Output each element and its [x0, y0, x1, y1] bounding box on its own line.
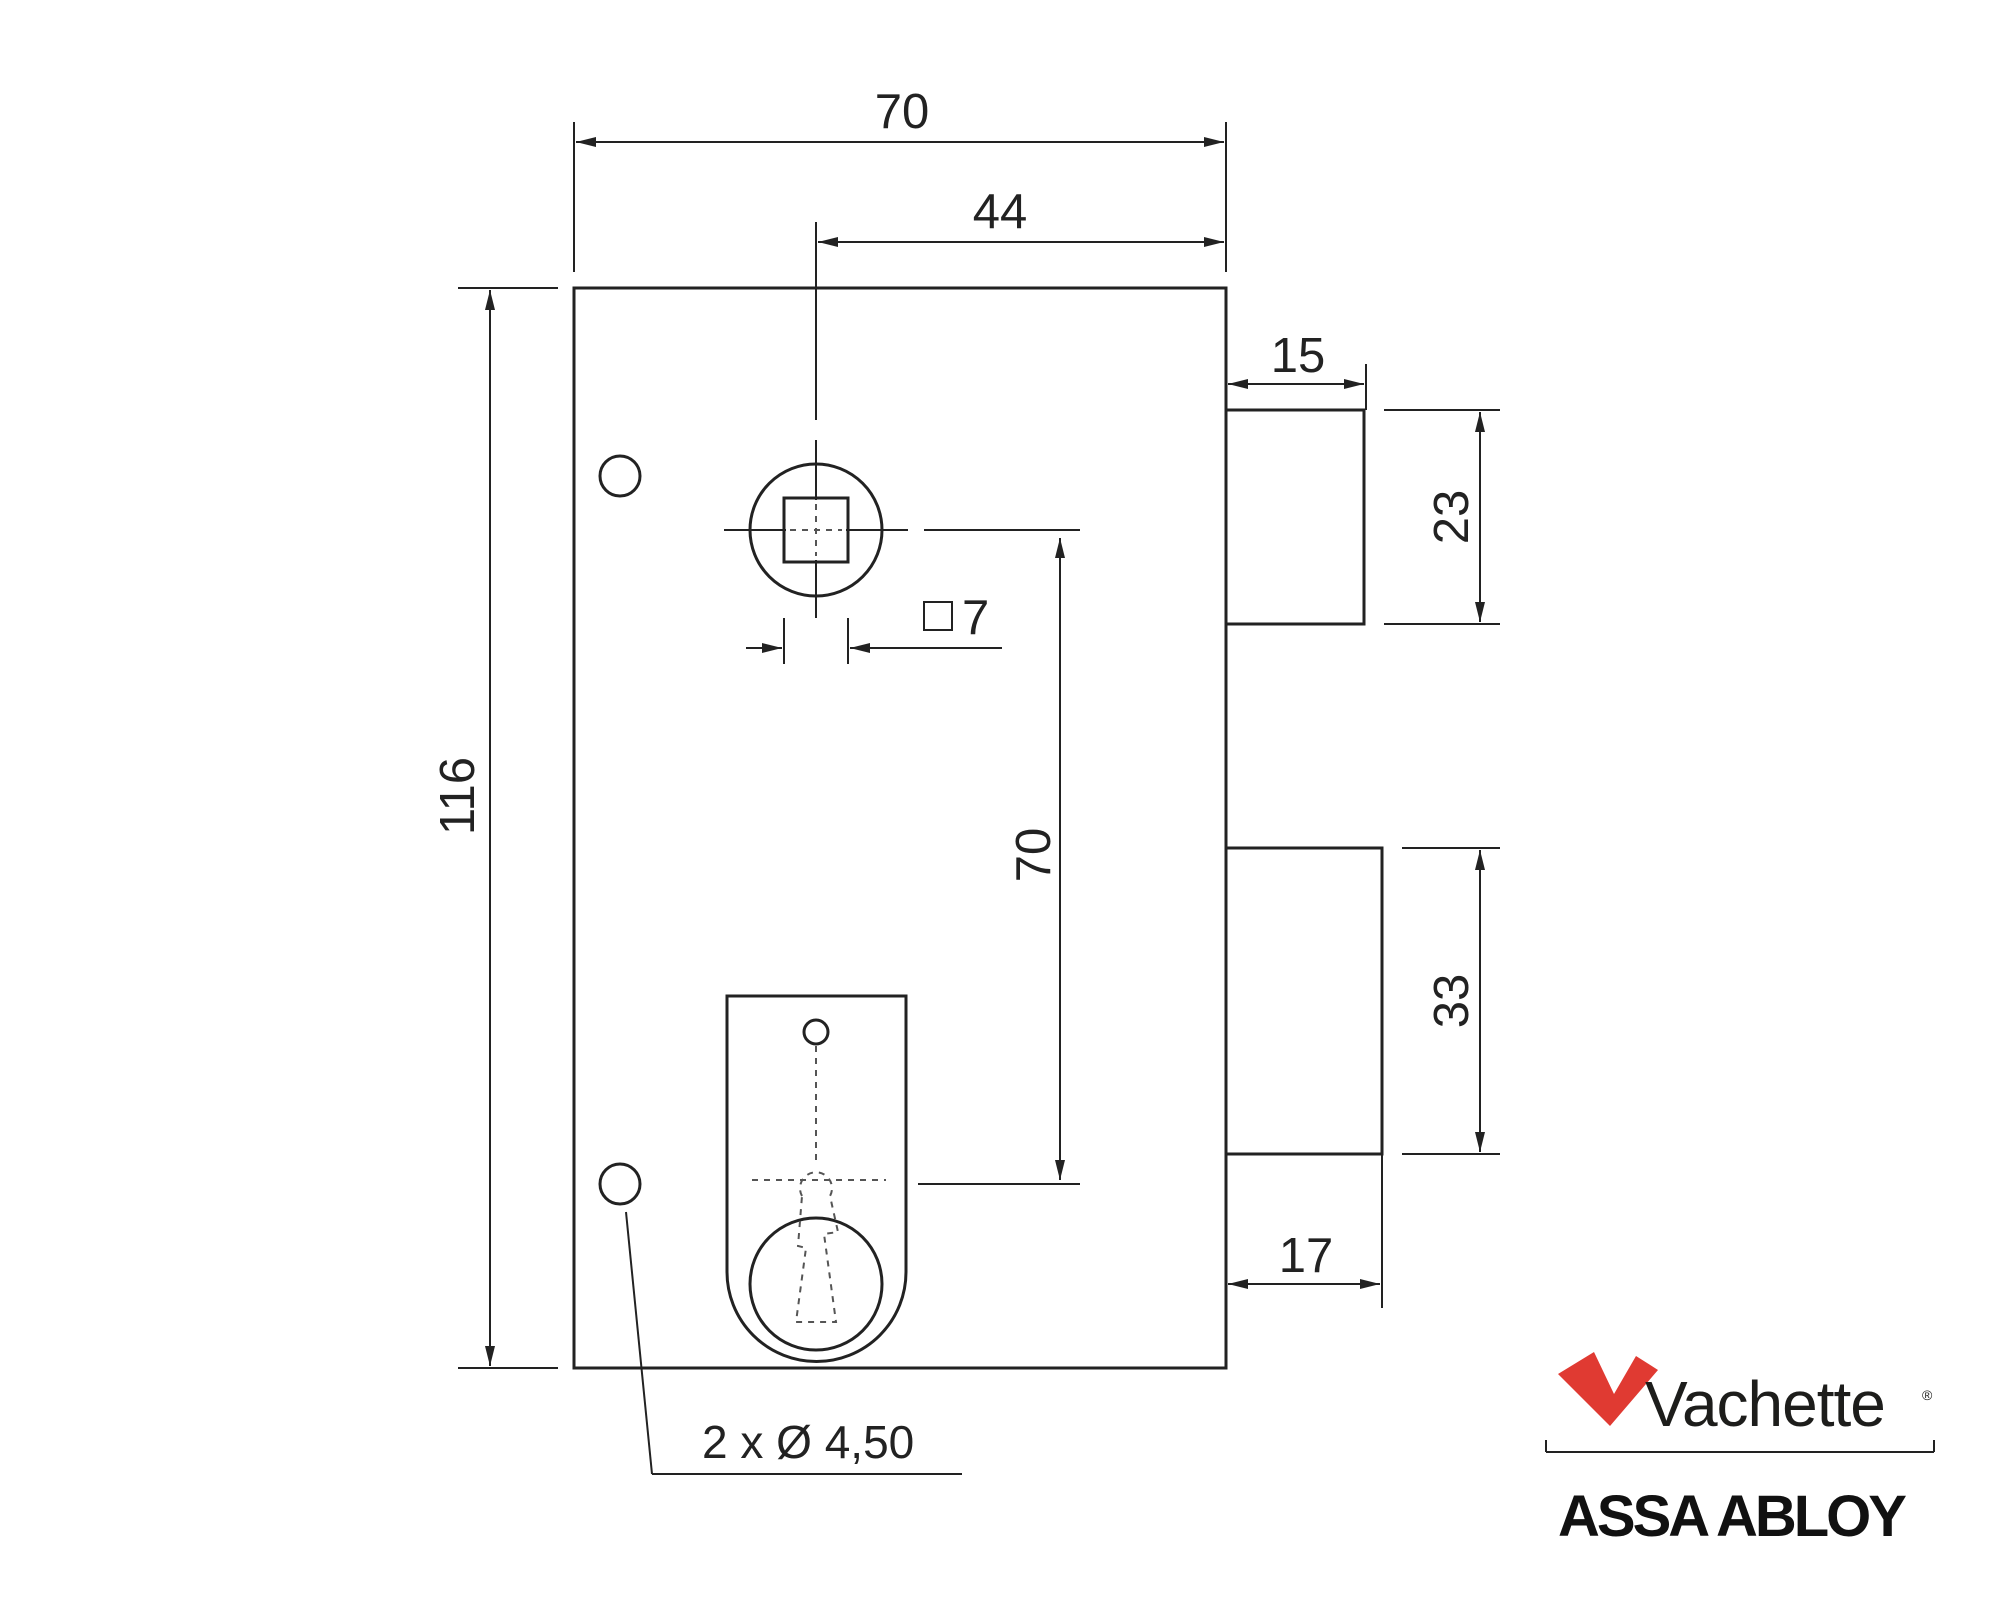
dim-label-height: 116: [431, 757, 485, 835]
dim-center-distance: 70: [918, 538, 1080, 1185]
dim-spindle-offset: 44: [815, 185, 1224, 420]
dim-label-latch-height: 33: [1425, 974, 1479, 1029]
brand-registered: ®: [1922, 1387, 1933, 1403]
mounting-hole-bottom: [598, 1162, 642, 1206]
dim-square-size: 7: [746, 591, 1002, 653]
brand-name: Vachette: [1645, 1368, 1885, 1440]
dim-label-center-distance: 70: [1007, 828, 1061, 883]
dim-label-latch-projection: 17: [1279, 1229, 1334, 1283]
lock-case: [572, 286, 1228, 1370]
vachette-logo: Vachette ® ASSA ABLOY: [1545, 1352, 1935, 1549]
spindle-follower: [724, 440, 1080, 664]
dim-label-square-size: 7: [962, 591, 989, 645]
dead-bolt: 15 23: [1224, 329, 1500, 626]
dim-label-spindle-offset: 44: [973, 185, 1028, 239]
vachette-v-icon: [1558, 1352, 1658, 1426]
dim-label-overall-width: 70: [875, 85, 930, 139]
dim-label-bolt-projection: 15: [1271, 329, 1326, 383]
dim-height: 116: [431, 287, 558, 1369]
dim-label-bolt-height: 23: [1425, 490, 1479, 545]
holes-callout: 2 x Ø 4,50: [625, 1211, 962, 1475]
square-symbol-icon: [923, 601, 953, 631]
holes-label: 2 x Ø 4,50: [702, 1416, 914, 1468]
cylinder-plate: [725, 994, 908, 1363]
latch-bolt: 17 33: [1224, 846, 1500, 1308]
dim-overall-width: 70: [573, 85, 1227, 272]
brand-parent: ASSA ABLOY: [1558, 1484, 1906, 1549]
mounting-hole-top: [598, 454, 642, 498]
